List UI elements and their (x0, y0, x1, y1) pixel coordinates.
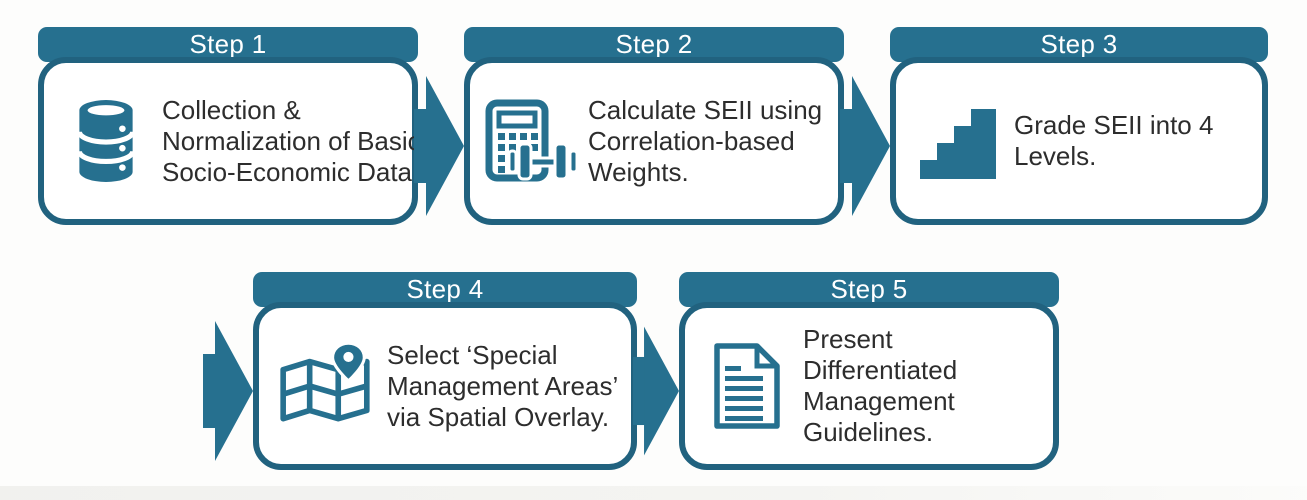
step-2-text: Calculate SEII using Correlation-based W… (588, 95, 822, 188)
step-5-header: Step 5 (679, 272, 1059, 307)
step-1-body: Collection & Normalization of Basic Soci… (38, 57, 421, 225)
step-1-header: Step 1 (38, 27, 418, 62)
step-5-body: Present Differentiated Management Guidel… (679, 302, 1059, 470)
step-5-line-3: Management (803, 386, 955, 416)
document-lines-icon (699, 341, 795, 431)
step-4-line-3: via Spatial Overlay. (387, 401, 610, 432)
calculator-weights-icon (484, 98, 580, 184)
step-4-line-2: Management Areas’ (387, 370, 619, 401)
database-icon (58, 98, 154, 184)
step-2-header: Step 2 (464, 27, 844, 62)
step-1-title: Step 1 (189, 29, 267, 59)
step-2-line-2: Correlation-based (588, 125, 795, 156)
step-2-line-1: Calculate SEII using (588, 94, 823, 125)
arrow-step2-to-step3 (840, 76, 890, 216)
step-3-text: Grade SEII into 4 Levels. (1014, 110, 1213, 172)
step-1-line-3: Socio-Economic Data. (162, 156, 420, 187)
step-1-line-1: Collection & (162, 94, 301, 125)
step-1-text: Collection & Normalization of Basic Soci… (162, 95, 421, 188)
step-5-line-1: Present (803, 324, 893, 354)
step-3-line-1: Grade SEII into 4 (1014, 110, 1214, 140)
step-3-box: Step 3 Grade SEII into 4 Levels. (890, 27, 1268, 225)
step-3-line-2: Levels. (1014, 141, 1097, 171)
step-2-title: Step 2 (615, 29, 693, 59)
step-4-box: Step 4 Select ‘Special Management Areas (253, 272, 637, 470)
step-5-box: Step 5 Present (679, 272, 1059, 470)
step-2-body: Calculate SEII using Correlation-based W… (464, 57, 844, 225)
step-4-text: Select ‘Special Management Areas’ via Sp… (387, 340, 618, 433)
arrow-step3-to-step4 (203, 321, 253, 461)
step-5-line-2: Differentiated (803, 355, 958, 385)
map-pin-icon (273, 341, 379, 431)
bottom-edge-shade (0, 486, 1307, 500)
step-2-box: Step 2 (464, 27, 844, 225)
step-4-line-1: Select ‘Special (387, 339, 558, 370)
step-1-box: Step 1 Collection & Normalization of Bas… (38, 27, 421, 225)
arrow-step4-to-step5 (633, 321, 679, 461)
step-2-line-3: Weights. (588, 156, 689, 187)
step-4-header: Step 4 (253, 272, 637, 307)
step-3-body: Grade SEII into 4 Levels. (890, 57, 1268, 225)
stairs-icon (910, 99, 1006, 183)
arrow-step1-to-step2 (414, 76, 464, 216)
step-5-text: Present Differentiated Management Guidel… (803, 324, 957, 448)
step-4-body: Select ‘Special Management Areas’ via Sp… (253, 302, 637, 470)
step-1-line-2: Normalization of Basic (162, 125, 421, 156)
step-5-line-4: Guidelines. (803, 417, 934, 447)
step-5-title: Step 5 (830, 274, 908, 304)
step-3-title: Step 3 (1040, 29, 1118, 59)
step-3-header: Step 3 (890, 27, 1268, 62)
step-4-title: Step 4 (406, 274, 484, 304)
